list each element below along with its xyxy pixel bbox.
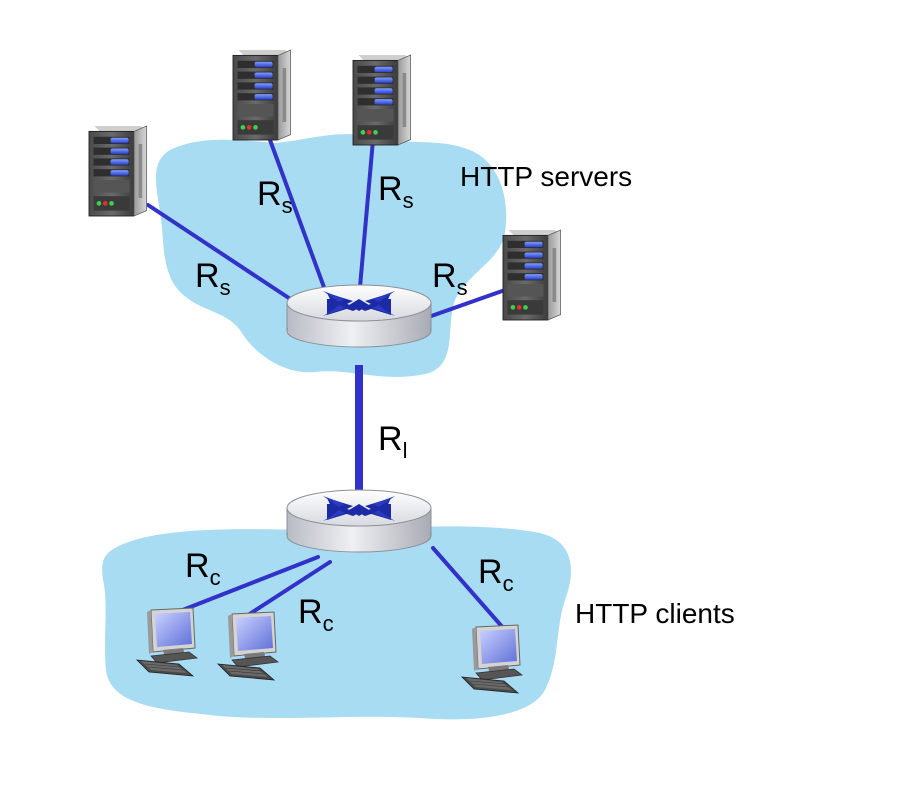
client-link-rate-label: Rc [185, 547, 221, 590]
client-link-2 [243, 560, 332, 619]
server-tower-icon [352, 54, 412, 146]
server-link-rate-label: Rs [378, 170, 414, 213]
server-link-rate-label: Rs [432, 257, 468, 300]
server-link-4 [418, 288, 507, 322]
clients-caption: HTTP clients [575, 598, 735, 629]
client-link-rate-label: Rc [478, 553, 514, 596]
server-link-rate-label: Rs [257, 175, 293, 218]
client-link-3 [431, 546, 507, 632]
server-tower-icon [88, 125, 148, 217]
client-link-1 [173, 555, 320, 615]
server-link-rate-label: Rs [195, 257, 231, 300]
client-link-rate-label: Rc [298, 593, 334, 636]
server-link-1 [146, 203, 312, 314]
servers-caption: HTTP servers [460, 161, 632, 192]
network-links [146, 138, 507, 632]
router-icon [286, 284, 432, 348]
router-icon [286, 489, 432, 553]
server-link-2 [268, 138, 327, 292]
access-link-rate-label: Rl [378, 420, 407, 463]
server-link-3 [358, 138, 375, 289]
server-tower-icon [502, 229, 562, 321]
server-tower-icon [232, 49, 292, 141]
